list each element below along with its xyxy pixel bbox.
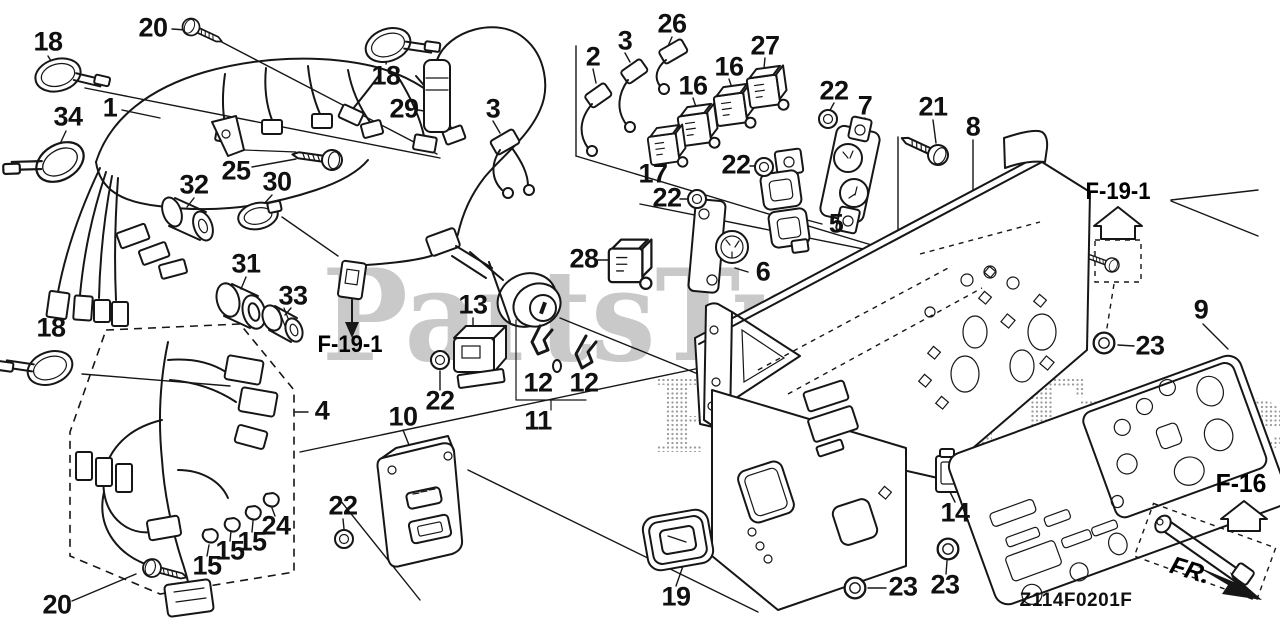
- part-31-ferrite: [215, 282, 267, 330]
- f16-pin-assembly: [1133, 502, 1277, 602]
- part-18-clamp-lower-left: [0, 336, 79, 402]
- f16-arrow-icon: [1220, 500, 1268, 532]
- part-5-receptacle: [759, 147, 811, 254]
- console-box: [711, 379, 907, 611]
- part-34-clamp: [0, 125, 92, 206]
- part-2-lead-wire: [580, 82, 613, 157]
- part-6-receptacle: [687, 198, 749, 294]
- part-27-breaker: [744, 64, 791, 116]
- part-10-control-unit: [376, 435, 464, 568]
- part-3-lead-wire-left: [489, 128, 535, 199]
- fr-arrow-icon: [1196, 566, 1262, 600]
- part-9-panel: [947, 354, 1280, 606]
- part-28-breaker: [607, 238, 653, 291]
- part-18-clamp-top-left: [30, 45, 114, 106]
- part-25-bolt: [211, 115, 345, 173]
- part-7-receptacle: [819, 115, 881, 235]
- part-26-lead-wire: [655, 38, 689, 95]
- part-21-screw: [896, 128, 953, 170]
- part-19-grommet: [641, 508, 715, 572]
- part-20-screw-top: [178, 14, 227, 50]
- part-3-lead-wire-mid: [618, 58, 649, 133]
- part-30-clamp-ring: [237, 200, 283, 231]
- part-4-sub-harness: [69, 323, 295, 618]
- part-13-unit: [453, 325, 507, 389]
- part-11-key-switch: [425, 227, 598, 411]
- part-32-tube: [161, 196, 214, 242]
- part-33-ferrite: [261, 304, 304, 343]
- part-17-breaker: [645, 123, 689, 172]
- f19-right-arrow-icon: [1093, 206, 1143, 240]
